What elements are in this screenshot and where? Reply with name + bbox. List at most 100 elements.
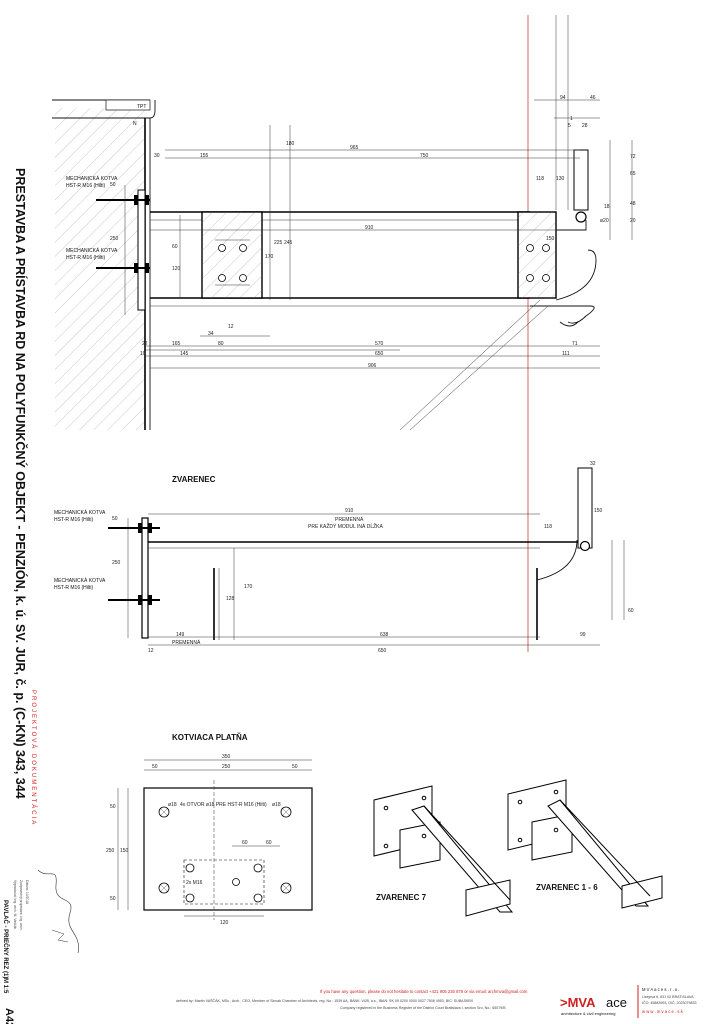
iso-label-7: ZVARENEC 7 [376, 893, 427, 902]
dim-r20: ø20 [600, 218, 609, 224]
dim-30: 30 [154, 153, 160, 159]
dim-180: 180 [286, 141, 295, 147]
mid-dim-910: 910 [345, 508, 354, 514]
plate-dim-250-v: 250 [106, 848, 115, 854]
dim-18: 18 [604, 204, 610, 210]
dim-155: 155 [200, 153, 209, 159]
iso-zvarenec-16 [507, 779, 663, 909]
anchor-label-1a: MECHANICKÁ KOTVA [66, 175, 118, 182]
anchor-label-3b: HST-R M16 (Hilti) [54, 517, 94, 523]
company-addr1: Lisejová 6, 831 02 BRATISLAVA [642, 995, 694, 999]
dim-650: 650 [375, 351, 384, 357]
dim-130: 130 [556, 176, 565, 182]
level-n: N [133, 121, 137, 127]
mid-dim-128: 128 [226, 596, 235, 602]
stamp-line-1: Vypracoval: Ing. arch. M. Vaščák [13, 880, 17, 929]
mid-dim-prem: PREMENNÁ [335, 516, 364, 523]
footer-contact: If you have any question, please do not … [320, 989, 528, 994]
dim-910: 910 [365, 225, 374, 231]
stamp-line-3: Dátum: 10/2018 [25, 880, 29, 904]
signature [37, 869, 79, 954]
iso-zvarenec-7 [373, 785, 514, 917]
mid-dim-32: 32 [590, 461, 596, 467]
anchor-mid-1 [108, 523, 160, 533]
mid-dim-170: 170 [244, 584, 253, 590]
dim-245: 245 [284, 240, 293, 246]
dim-165: 165 [172, 341, 181, 347]
anchor-mid-2 [108, 595, 160, 605]
footer: If you have any question, please do not … [176, 985, 697, 1018]
dim-46: 46 [590, 95, 596, 101]
plate-dim-250: 250 [222, 764, 231, 770]
plate-dim-60-b: 60 [266, 840, 272, 846]
dim-1: 1 [570, 116, 573, 122]
mid-dim-12: 12 [148, 648, 154, 654]
plate-dim-350: 350 [222, 754, 231, 760]
brand-logo-ace: ace [606, 995, 627, 1010]
mid-dim-60: 60 [628, 608, 634, 614]
plate-hole-note: 4x OTVOR ø18 PRE HST-R M16 (Hilti) [180, 802, 267, 808]
dim-48: 48 [630, 201, 636, 207]
vertical-title-block: PRESTAVBA A PRÍSTAVBA RD NA POLYFUNKČNÝ … [2, 168, 79, 1024]
dim-20: 20 [630, 218, 636, 224]
anchor-label-4a: MECHANICKÁ KOTVA [54, 577, 106, 584]
plate-bolt-note: 2x M16 [186, 880, 203, 886]
dim-28: 28 [582, 123, 588, 129]
anchor-label-1b: HST-R M16 (Hilti) [66, 183, 106, 189]
company-name: M V A a c e s . r . o . [642, 987, 679, 992]
sheet-title: PAVLAČ - PRIEČNY REZ (1) [2, 900, 9, 978]
dim-12: 12 [228, 324, 234, 330]
anchor-label-2a: MECHANICKÁ KOTVA [66, 247, 118, 254]
mid-dim-prem-2: PREMENNÁ [172, 639, 201, 646]
dim-570: 570 [375, 341, 384, 347]
dim-65: 65 [630, 171, 636, 177]
anchor-top-1 [96, 195, 150, 205]
section-title-plate: KOTVIACA PLATŇA [172, 733, 248, 742]
dim-965: 965 [350, 145, 359, 151]
iso-label-16: ZVARENEC 1 - 6 [536, 883, 598, 892]
zvarenec-section: ZVARENEC MECHANICKÁ KOTVA HST-R M16 (Hil… [54, 461, 634, 654]
anchor-label-2b: HST-R M16 (Hilti) [66, 255, 106, 261]
mid-dim-149: 149 [176, 632, 185, 638]
anchor-label-4b: HST-R M16 (Hilti) [54, 585, 94, 591]
dim-150: 150 [546, 236, 555, 242]
section-title-zvarenec: ZVARENEC [172, 475, 216, 484]
dim-94: 94 [560, 95, 566, 101]
dim-906: 906 [368, 363, 377, 369]
plate-drawing: KOTVIACA PLATŇA 350 50 250 50 50 250 [106, 733, 313, 926]
brand-subtitle: architecture & civil engineering [561, 1011, 615, 1016]
dim-50: 50 [110, 182, 116, 188]
sheet-number: A42 [3, 1008, 15, 1024]
mid-dim-150: 150 [594, 508, 603, 514]
dim-120: 120 [172, 266, 181, 272]
plate-dim-150: 150 [120, 848, 129, 854]
company-web: w w w . m v a c e . s k [642, 1009, 684, 1014]
footer-registry: Company registered in the Business Regis… [340, 1006, 506, 1010]
top-section-drawing: TPT N MECHANICKÁ KOTVA HST-R M16 (Hilti)… [52, 95, 636, 431]
sheet-scale: M 1:5 [2, 978, 8, 994]
dim-111: 111 [562, 351, 570, 357]
dim-145: 145 [180, 351, 189, 357]
dim-10: 10 [140, 351, 146, 357]
doc-type: PROJEKTOVÁ DOKUMENTÁCIA [30, 690, 37, 826]
mid-dim-650: 650 [378, 648, 387, 654]
dim-5: 5 [568, 123, 571, 129]
dim-22: 22 [142, 341, 148, 347]
mid-dim-118: 118 [544, 524, 552, 530]
anchor-label-3a: MECHANICKÁ KOTVA [54, 509, 106, 516]
dim-80: 80 [218, 341, 224, 347]
level-tpt: TPT [137, 104, 146, 110]
plate-dim-50-a: 50 [152, 764, 158, 770]
mid-dim-prem-note: PRE KAŽDÝ MODUL INÁ DĹŽKA [308, 522, 383, 530]
footer-author: defined by: Martin VAŠČÁK, MSc., Arch., … [176, 998, 474, 1003]
project-title: PRESTAVBA A PRÍSTAVBA RD NA POLYFUNKČNÝ … [13, 168, 28, 799]
plate-dim-50-c: 50 [110, 804, 116, 810]
mid-dim-99: 99 [580, 632, 586, 638]
dim-34: 34 [208, 331, 214, 337]
mid-dim-250: 250 [112, 560, 121, 566]
company-addr2: IČO: 45883993, DIČ: 2023079833 [642, 1000, 697, 1005]
plate-dim-50-d: 50 [110, 896, 116, 902]
dim-250: 250 [110, 236, 119, 242]
dim-118: 118 [536, 176, 544, 182]
